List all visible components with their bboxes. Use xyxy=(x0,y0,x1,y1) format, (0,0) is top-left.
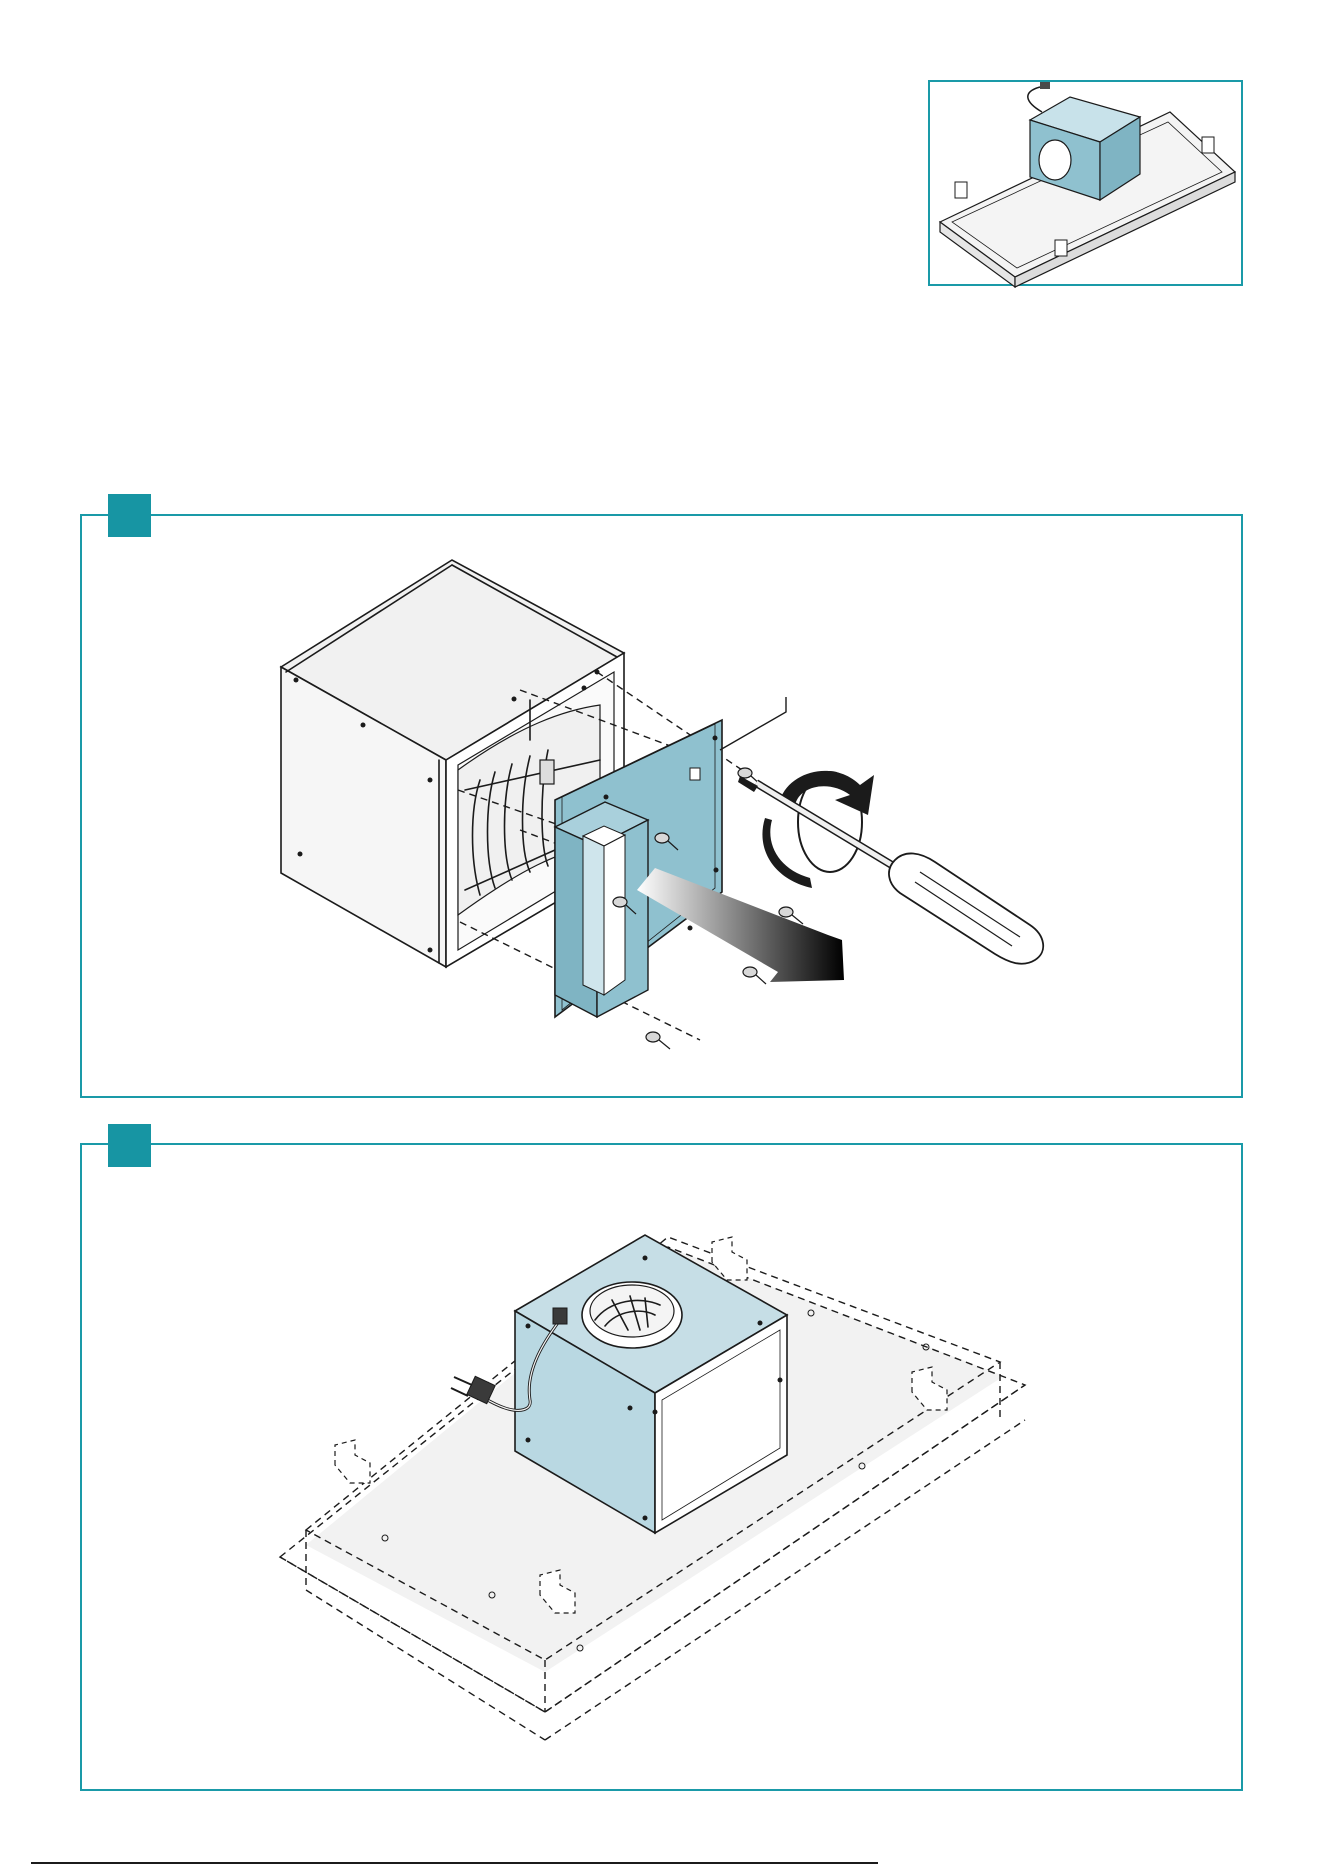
connector-icon xyxy=(553,1308,567,1324)
footer-rule xyxy=(31,1862,878,1864)
plug-icon xyxy=(451,1376,495,1403)
step-2-illustration xyxy=(0,0,1324,1800)
